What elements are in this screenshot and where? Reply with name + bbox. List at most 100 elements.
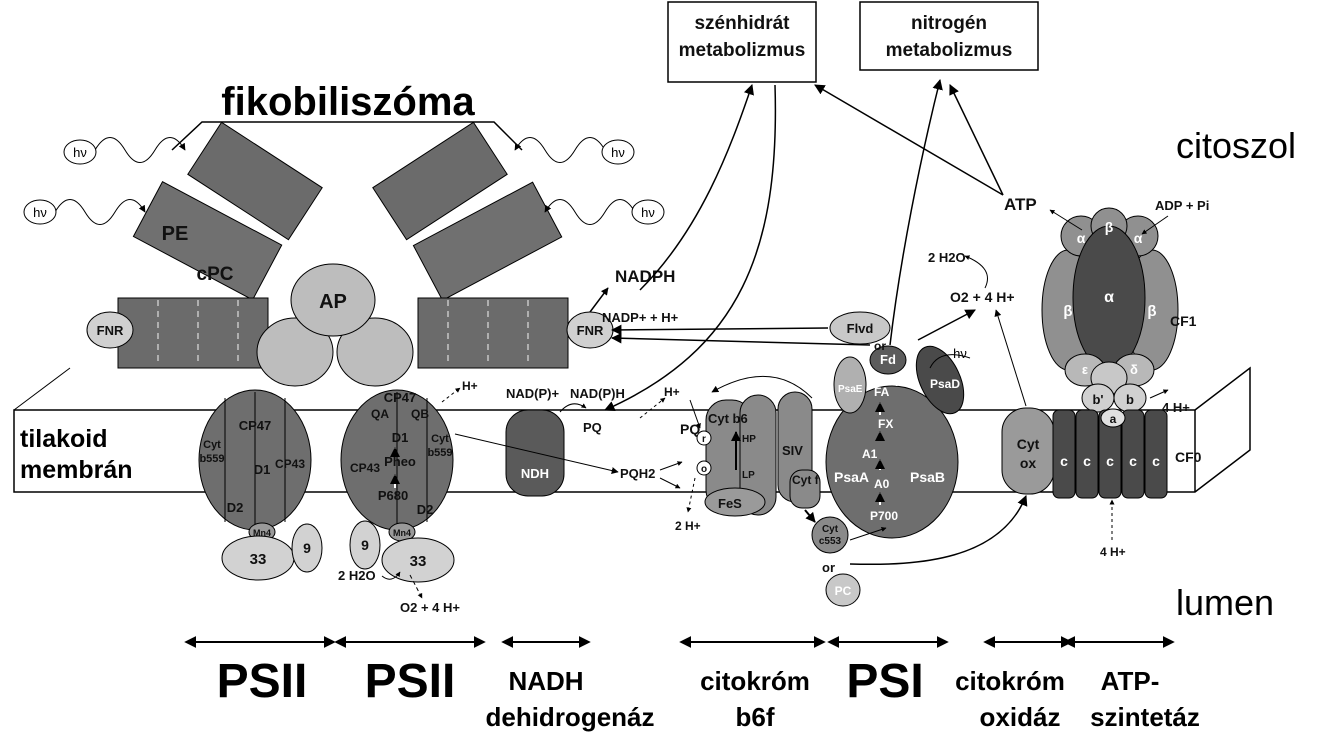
ndh-nadp: NAD(P)+ bbox=[506, 386, 559, 401]
nitrogen-metabolism-box: nitrogén metabolizmus bbox=[859, 1, 1039, 71]
psii-right-p680: P680 bbox=[378, 488, 408, 503]
atp-cf1: CF1 bbox=[1170, 313, 1197, 329]
phycobilisome-title: fikobiliszóma bbox=[221, 80, 475, 124]
b6f-pq: PQ bbox=[680, 421, 700, 437]
psii-right-qa: QA bbox=[371, 407, 389, 421]
psi-psae: PsaE bbox=[838, 384, 863, 395]
atp-bprime: b' bbox=[1092, 392, 1103, 407]
psi-pc: PC bbox=[835, 584, 852, 598]
pe-label: PE bbox=[162, 223, 189, 245]
b6f-r: r bbox=[702, 434, 706, 445]
atp-h-bot: 4 H+ bbox=[1100, 545, 1126, 559]
psi-cyt553-2: c553 bbox=[819, 536, 842, 547]
atp-cf0: CF0 bbox=[1175, 449, 1202, 465]
nadp-label: NADP+ + H+ bbox=[602, 310, 679, 325]
bottom-label-psii-2: PSII bbox=[365, 655, 456, 708]
cytosol-label: citoszol bbox=[1176, 125, 1296, 166]
psi-cyt553-1: Cyt bbox=[822, 524, 839, 535]
bottom-label-ndh-1: NADH bbox=[508, 666, 583, 696]
atp-label: ATP bbox=[1004, 195, 1037, 214]
b6f-two-h: 2 H+ bbox=[675, 519, 701, 533]
hv-4: hν bbox=[641, 205, 655, 220]
psii-left-cp43: CP43 bbox=[275, 457, 305, 471]
atp-c4: c bbox=[1129, 453, 1137, 469]
atp-c1: c bbox=[1060, 453, 1068, 469]
cytox-o2: O2 + 4 H+ bbox=[950, 289, 1015, 305]
fnr-right-label: FNR bbox=[577, 323, 604, 338]
bottom-label-b6f-2: b6f bbox=[736, 702, 775, 732]
cpc-label: cPC bbox=[197, 264, 234, 285]
membrane-label-line1: tilakoid bbox=[20, 425, 108, 453]
atp-alpha-left: α bbox=[1077, 230, 1086, 246]
psi-psad: PsaD bbox=[930, 377, 960, 391]
hv-1: hν bbox=[73, 145, 87, 160]
cytochrome-b6f: Cyt b6 HP LP SIV FeS Cyt f PQ r o H+ 2 H… bbox=[639, 375, 821, 533]
psi-p700: P700 bbox=[870, 509, 898, 523]
b6f-lp: LP bbox=[742, 470, 755, 481]
psii-right-b559: b559 bbox=[427, 447, 452, 459]
cytox-h2o: 2 H2O bbox=[928, 250, 966, 265]
lumen-label: lumen bbox=[1176, 582, 1274, 623]
atp-beta-right: β bbox=[1147, 303, 1156, 320]
ndh-complex: NDH NAD(P)+ NAD(P)H PQ PQH2 bbox=[454, 386, 683, 497]
psii-right-cyt: Cyt bbox=[431, 433, 449, 445]
b6f-fes: FeS bbox=[718, 496, 742, 511]
atp-c5: c bbox=[1152, 453, 1160, 469]
psii-right-pheo: Pheo bbox=[384, 454, 416, 469]
bottom-label-atp-2: szintetáz bbox=[1090, 702, 1200, 732]
pathway-arrows bbox=[589, 78, 1028, 566]
hv-3: hν bbox=[611, 145, 625, 160]
ndh-nadph: NAD(P)H bbox=[570, 386, 625, 401]
flvd-label: Flvd bbox=[847, 321, 874, 336]
hv-2: hν bbox=[33, 205, 47, 220]
psi-or-bottom: or bbox=[822, 560, 835, 575]
psii-left-mn4: Mn4 bbox=[253, 528, 271, 538]
psii-left-b559: b559 bbox=[199, 453, 224, 465]
psii-right: CP47 QA QB D1 Pheo CP43 P680 D2 Cyt b559… bbox=[338, 379, 478, 615]
atp-h-top: 4 H+ bbox=[1162, 400, 1190, 415]
atp-alpha-center: α bbox=[1104, 289, 1114, 306]
photosystem-i: PsaE PsaD Fd or FA FB FX A1 A0 P700 PsaA… bbox=[602, 267, 971, 607]
bottom-label-psii-1: PSII bbox=[217, 655, 308, 708]
carb-box-line1: szénhidrát bbox=[694, 13, 790, 34]
atp-beta-top: β bbox=[1105, 219, 1114, 235]
adp-label: ADP + Pi bbox=[1155, 198, 1209, 213]
psii-left-cyt: Cyt bbox=[203, 439, 221, 451]
atp-delta: δ bbox=[1130, 362, 1138, 377]
atp-c3: c bbox=[1106, 453, 1114, 469]
pqh2-label: PQH2 bbox=[620, 466, 655, 481]
psi-hv: hν bbox=[953, 346, 967, 361]
atp-alpha-right: α bbox=[1134, 230, 1143, 246]
psii-left-d1: D1 bbox=[254, 462, 271, 477]
psii-h2o: 2 H2O bbox=[338, 568, 376, 583]
psi-or-top: or bbox=[874, 339, 886, 353]
atp-a: a bbox=[1110, 412, 1117, 426]
atp-beta-left: β bbox=[1063, 303, 1072, 320]
psi-fd: Fd bbox=[880, 352, 896, 367]
psii-right-33: 33 bbox=[410, 553, 427, 570]
psii-right-d2: D2 bbox=[417, 502, 434, 517]
cytox-line2: ox bbox=[1020, 455, 1037, 471]
bottom-label-cox-1: citokróm bbox=[955, 666, 1065, 696]
b6f-cytf: Cyt f bbox=[792, 473, 820, 487]
nitro-box-line1: nitrogén bbox=[911, 13, 987, 34]
psii-hplus: H+ bbox=[462, 379, 478, 393]
psii-left-9: 9 bbox=[303, 540, 311, 556]
b6f-siv: SIV bbox=[782, 443, 803, 458]
bottom-label-cox-2: oxidáz bbox=[980, 702, 1061, 732]
carb-box-line2: metabolizmus bbox=[679, 40, 806, 61]
b6f-o: o bbox=[701, 464, 707, 475]
b6f-cyt: Cyt b6 bbox=[708, 411, 748, 426]
nitro-box-line2: metabolizmus bbox=[886, 40, 1013, 61]
complex-labels: PSII PSII NADH dehidrogenáz citokróm b6f… bbox=[217, 655, 1200, 732]
bottom-label-ndh-2: dehidrogenáz bbox=[485, 702, 654, 732]
atp-c2: c bbox=[1083, 453, 1091, 469]
bottom-label-b6f-1: citokróm bbox=[700, 666, 810, 696]
psii-left-d2: D2 bbox=[227, 500, 244, 515]
psii-right-9: 9 bbox=[361, 537, 369, 553]
psii-right-cp43: CP43 bbox=[350, 461, 380, 475]
phycobilisome: fikobiliszóma AP PE cPC FNR FNR bbox=[23, 80, 665, 387]
b6f-hp: HP bbox=[742, 434, 756, 445]
